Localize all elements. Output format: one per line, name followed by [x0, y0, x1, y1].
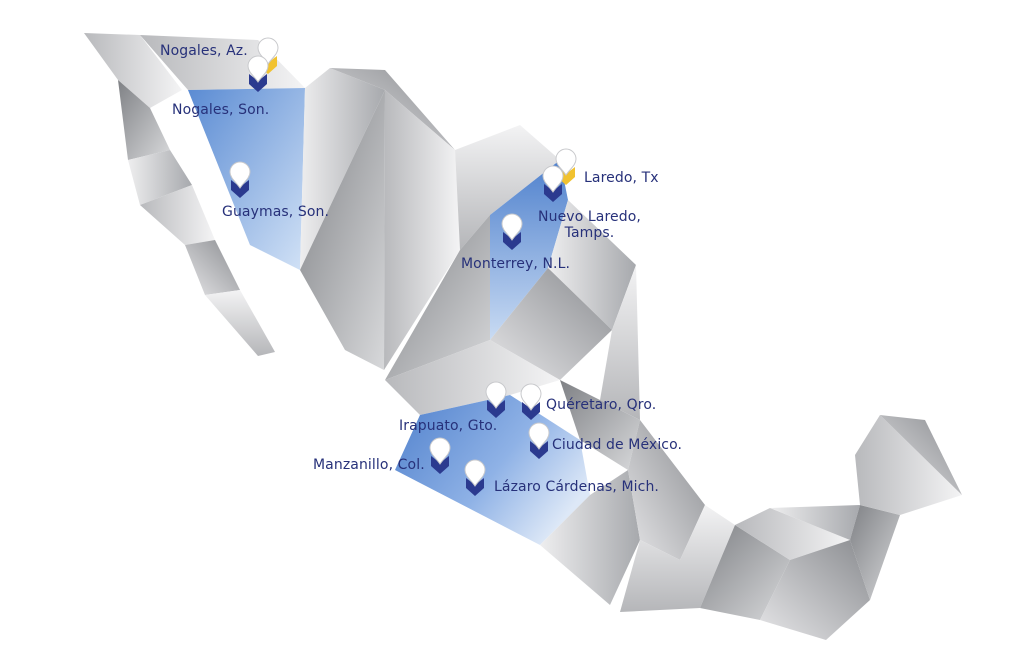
pin-marker-icon: [231, 180, 249, 198]
pin-head-icon: [555, 148, 577, 176]
label-nuevo-laredo-line1: Nuevo Laredo,: [538, 209, 641, 225]
label-nuevo-laredo: Nuevo Laredo, Tamps.: [532, 209, 647, 241]
pin-head-icon: [229, 161, 251, 189]
baja-peninsula: [84, 33, 275, 356]
label-guaymas-son: Guaymas, Son.: [222, 204, 330, 220]
label-manzanillo: Manzanillo, Col.: [313, 457, 425, 473]
label-nogales-az: Nogales, Az.: [160, 43, 248, 59]
pin-lazaro-cardenas[interactable]: [464, 459, 486, 496]
pin-ciudad-mexico[interactable]: [528, 422, 550, 459]
southeast: [620, 415, 962, 640]
pin-head-icon: [520, 383, 542, 411]
pin-nuevo-laredo[interactable]: [542, 165, 564, 202]
pin-marker-icon: [249, 74, 267, 92]
pins-layer: [229, 37, 577, 496]
label-laredo-tx: Laredo, Tx: [584, 170, 659, 186]
pin-head-icon: [542, 165, 564, 193]
pin-head-icon: [501, 213, 523, 241]
pin-head-icon: [464, 459, 486, 487]
label-queretaro: Quéretaro, Qro.: [546, 397, 657, 413]
pin-marker-icon: [431, 456, 449, 474]
label-lazaro-cardenas: Lázaro Cárdenas, Mich.: [494, 479, 659, 495]
label-nuevo-laredo-line2: Tamps.: [564, 225, 615, 241]
label-ciudad-mexico: Ciudad de México.: [552, 437, 683, 453]
pin-manzanillo[interactable]: [429, 437, 451, 474]
pin-head-icon: [429, 437, 451, 465]
label-nogales-son: Nogales, Son.: [172, 102, 270, 118]
pin-head-icon: [247, 55, 269, 83]
north-central: [330, 68, 560, 380]
northeast: [490, 160, 640, 420]
pin-irapuato[interactable]: [485, 381, 507, 418]
label-irapuato: Irapuato, Gto.: [399, 418, 498, 434]
pin-guaymas-son[interactable]: [229, 161, 251, 198]
pin-monterrey[interactable]: [501, 213, 523, 250]
northeast-corridor: [490, 160, 568, 340]
pin-marker-icon: [544, 184, 562, 202]
pin-marker-icon: [466, 478, 484, 496]
pin-marker-icon: [487, 400, 505, 418]
pin-head-icon: [528, 422, 550, 450]
pin-marker-icon: [530, 441, 548, 459]
pin-marker-icon: [503, 232, 521, 250]
pin-marker-icon: [522, 402, 540, 420]
label-monterrey: Monterrey, N.L.: [461, 256, 571, 272]
pin-queretaro[interactable]: [520, 383, 542, 420]
pin-nogales-son[interactable]: [247, 55, 269, 92]
pin-head-icon: [485, 381, 507, 409]
